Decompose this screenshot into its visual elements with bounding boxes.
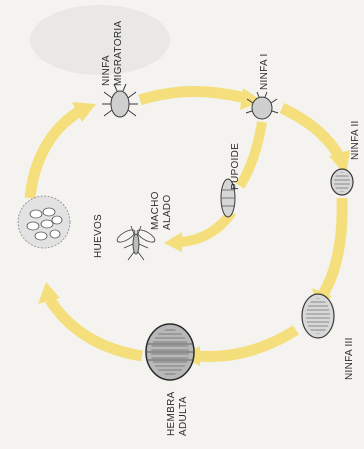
ninfa-3-illustration [302,294,334,338]
label-pupoide: PUPOIDE [230,143,241,190]
label-macho-alado-line2: ALADO [162,195,173,230]
label-macho-alado: MACHO ALADO [150,191,173,230]
svg-text:NINFA I: NINFA I [259,53,270,90]
label-huevos: HUEVOS [93,214,104,258]
arrow-huevos-to-migratoria [30,112,78,198]
svg-text:HUEVOS: HUEVOS [93,214,104,258]
arrow-migratoria-to-ninfa1 [140,91,245,100]
arrow-hembra-to-huevos [50,300,142,356]
svg-text:PUPOIDE: PUPOIDE [230,143,241,190]
label-ninfa-migratoria-line2: MIGRATORIA [113,21,124,86]
svg-text:NINFA III: NINFA III [344,337,355,380]
label-ninfa-migratoria-line1: NINFA [101,55,112,86]
arrow-ninfa3-to-hembra [198,330,296,356]
svg-text:NINFA II: NINFA II [350,120,361,160]
label-macho-alado-line1: MACHO [150,191,161,230]
label-hembra-adulta: HEMBRA ADULTA [166,391,189,436]
arrow-ninfa1-to-ninfa2 [282,108,340,158]
arrow-ninfa1-to-pupoide [240,122,262,186]
arrow-ninfa2-to-ninfa3 [322,198,342,296]
label-ninfa-2: NINFA II [350,120,361,160]
macho-alado-illustration [115,226,156,260]
background-smudge [30,5,170,75]
arrow-head-macho [164,232,182,252]
cycle-arrows [30,88,350,366]
arrow-pupoide-to-macho [180,212,232,242]
label-ninfa-1: NINFA I [259,53,270,90]
ninfa-migratoria-illustration [102,84,138,117]
huevos-illustration [18,196,70,248]
ninfa-2-illustration [331,169,353,195]
label-hembra-adulta-line1: HEMBRA [166,391,177,436]
label-hembra-adulta-line2: ADULTA [178,396,189,436]
label-ninfa-3: NINFA III [344,337,355,380]
hembra-adulta-illustration [146,324,194,380]
